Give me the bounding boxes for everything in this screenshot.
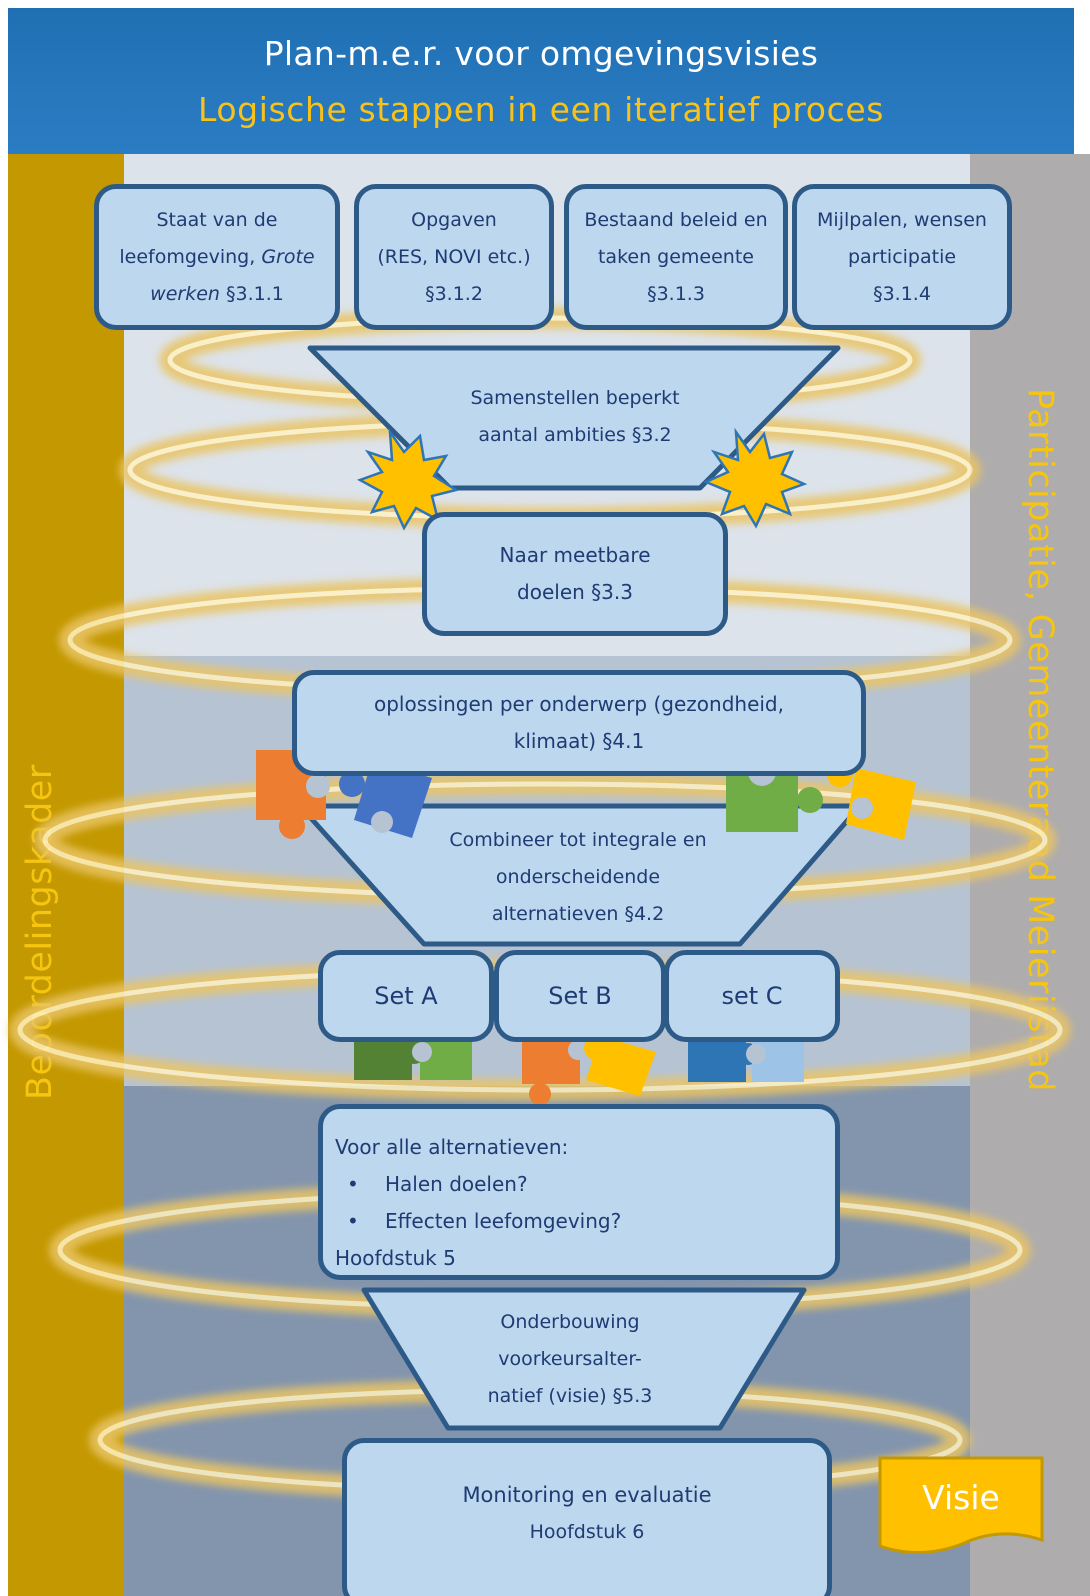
combine-line-2: onderscheidende (495, 866, 661, 888)
combine-line-3: alternatieven §4.2 (491, 903, 665, 925)
solutions-line-1: oplossingen per onderwerp (gezondheid, (374, 692, 784, 716)
burst-right (702, 427, 808, 529)
goals-line-2: doelen §3.3 (517, 580, 633, 604)
measurable-goals-box: Naar meetbare doelen §3.3 (422, 512, 728, 636)
input-4-line-3: §3.1.4 (873, 282, 931, 305)
diagram-subtitle: Logische stappen in een iteratief proces (197, 90, 885, 129)
set-a-box: Set A (318, 950, 494, 1042)
set-b-box: Set B (494, 950, 666, 1042)
puzzle-blue-left (339, 760, 432, 838)
monitoring-line-2: Hoofdstuk 6 (529, 1521, 645, 1543)
input-3-line-1: Bestaand beleid en (584, 208, 768, 231)
assessment-footer: Hoofdstuk 5 (335, 1246, 456, 1269)
monitoring-line-1: Monitoring en evaluatie (462, 1483, 712, 1507)
preferred-line-3: natief (visie) §5.3 (487, 1385, 653, 1407)
visie-document: Visie (880, 1458, 1042, 1552)
bullet-effects: Effecten leefomgeving? (335, 1203, 621, 1240)
combine-text: Combineer tot integrale en onderscheiden… (420, 822, 736, 933)
header-banner: Plan-m.e.r. voor omgevingsvisies Logisch… (8, 8, 1074, 154)
input-4-line-2: participatie (847, 245, 957, 268)
solutions-line-2: klimaat) §4.1 (513, 729, 645, 753)
input-2-line-1: Opgaven (411, 208, 497, 231)
burst-left (356, 427, 460, 531)
input-1-line-2b: Grote (261, 245, 315, 268)
input-1-line-3a: werken (150, 282, 220, 305)
input-1-line-3b: §3.1.1 (219, 282, 284, 305)
input-box-milestones: Mijlpalen, wensen participatie §3.1.4 (792, 184, 1012, 330)
input-box-state-of-environment: Staat van de leefomgeving, Grote werken … (94, 184, 340, 330)
combine-funnel (297, 803, 863, 947)
diagram-title: Plan-m.e.r. voor omgevingsvisies (263, 34, 819, 73)
monitoring-box: Monitoring en evaluatie Hoofdstuk 6 (342, 1438, 832, 1596)
goals-line-1: Naar meetbare (499, 543, 651, 567)
preferred-alternative-text: Onderbouwing voorkeursalter- natief (vis… (440, 1304, 700, 1415)
input-4-line-1: Mijlpalen, wensen (817, 208, 987, 231)
combine-line-1: Combineer tot integrale en (449, 829, 707, 851)
input-2-line-2: (RES, NOVI etc.) (377, 245, 531, 268)
visie-document-shape (878, 1456, 1044, 1554)
input-box-opgaven: Opgaven (RES, NOVI etc.) §3.1.2 (354, 184, 554, 330)
set-c-label: set C (721, 981, 783, 1010)
ambitions-line-1: Samenstellen beperkt (470, 387, 680, 409)
solutions-per-topic-box: oplossingen per onderwerp (gezondheid, k… (292, 670, 866, 776)
puzzle-set-b-yellow (584, 1036, 656, 1096)
preferred-line-2: voorkeursalter- (498, 1348, 642, 1370)
input-box-existing-policy: Bestaand beleid en taken gemeente §3.1.3 (564, 184, 788, 330)
preferred-line-1: Onderbouwing (500, 1311, 640, 1333)
input-3-line-3: §3.1.3 (647, 282, 705, 305)
set-b-label: Set B (548, 981, 612, 1010)
assessment-bullets: Halen doelen? Effecten leefomgeving? (335, 1166, 621, 1240)
ambitions-line-2: aantal ambities §3.2 (478, 424, 672, 446)
set-a-label: Set A (374, 981, 438, 1010)
preferred-funnel (361, 1287, 807, 1431)
ambitions-funnel (307, 345, 841, 491)
set-c-box: set C (664, 950, 840, 1042)
visie-label: Visie (922, 1478, 1000, 1517)
input-1-line-2a: leefomgeving, (119, 245, 262, 268)
assessment-box: Voor alle alternatieven: Halen doelen? E… (318, 1104, 840, 1280)
ambitions-text: Samenstellen beperkt aantal ambities §3.… (420, 380, 730, 454)
input-2-line-3: §3.1.2 (425, 282, 483, 305)
input-1-line-1: Staat van de (156, 208, 278, 231)
input-3-line-2: taken gemeente (597, 245, 754, 268)
assessment-heading: Voor alle alternatieven: (335, 1135, 569, 1159)
bullet-goals: Halen doelen? (335, 1166, 621, 1203)
